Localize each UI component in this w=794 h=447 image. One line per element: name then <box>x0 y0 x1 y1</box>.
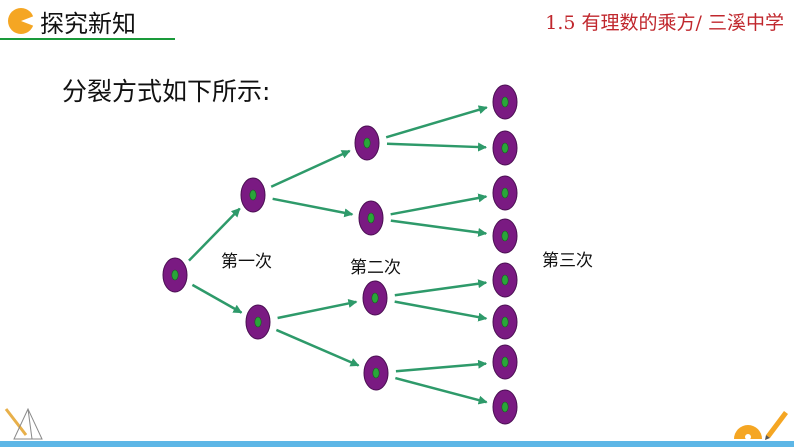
section-title: 探究新知 <box>40 10 136 38</box>
cell-gen3-5 <box>492 262 518 298</box>
generation-label-1: 第一次 <box>221 252 272 272</box>
division-arrow-g2-7 <box>395 376 488 405</box>
cell-gen2-1 <box>354 125 380 161</box>
division-arrow-g0-1 <box>191 283 243 314</box>
cell-gen3-7 <box>492 344 518 380</box>
cell-initial <box>162 257 188 293</box>
division-arrow-g2-1 <box>386 142 488 152</box>
bottom-bar <box>0 441 794 447</box>
cell-gen3-2 <box>492 130 518 166</box>
cell-gen2-4 <box>363 355 389 391</box>
cell-gen1-1 <box>240 177 266 213</box>
cell-gen3-6 <box>492 304 518 340</box>
cell-gen1-2 <box>245 304 271 340</box>
cell-gen3-4 <box>492 218 518 254</box>
header-underline <box>0 38 175 40</box>
cell-gen2-2 <box>358 200 384 236</box>
intro-text: 分裂方式如下所示: <box>62 77 271 106</box>
division-arrow-g1-0 <box>270 149 351 188</box>
cell-gen3-8 <box>492 389 518 425</box>
division-arrow-g2-0 <box>385 105 488 139</box>
division-arrow-g2-2 <box>390 193 488 216</box>
division-arrow-g0-0 <box>188 207 241 262</box>
lesson-title: 1.5 有理数的乘方/ 三溪中学 <box>545 12 784 34</box>
division-arrow-g2-5 <box>394 300 488 322</box>
division-arrow-g1-1 <box>272 197 354 218</box>
pyramid-icon <box>4 407 43 440</box>
pie-chart-icon <box>8 8 35 34</box>
cell-gen2-3 <box>362 280 388 316</box>
ruler-pencil-icon <box>734 411 788 440</box>
cell-gen3-3 <box>492 175 518 211</box>
generation-label-2: 第二次 <box>350 258 401 278</box>
generation-label-3: 第三次 <box>542 251 593 271</box>
division-arrow-g2-3 <box>390 219 488 237</box>
division-arrow-g1-2 <box>277 299 358 320</box>
division-arrow-g1-3 <box>275 328 360 367</box>
division-arrow-g2-6 <box>395 359 488 373</box>
cell-gen3-1 <box>492 84 518 120</box>
division-arrow-g2-4 <box>394 279 488 297</box>
